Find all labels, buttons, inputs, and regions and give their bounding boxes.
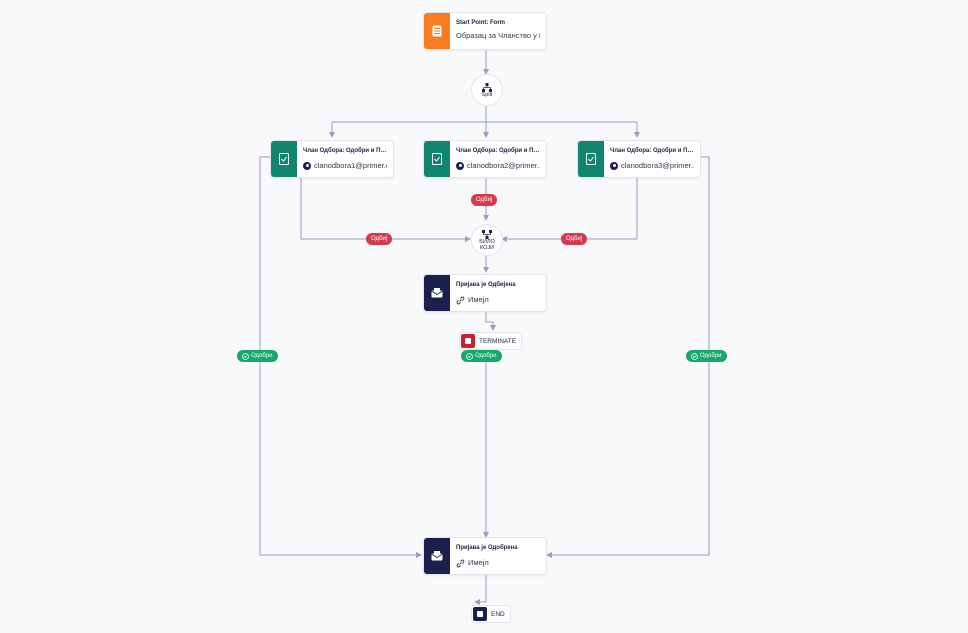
link-icon	[456, 559, 465, 567]
join-icon	[482, 229, 492, 239]
link-icon	[456, 296, 465, 304]
end-node[interactable]: END	[471, 605, 511, 623]
end-icon-box	[473, 607, 487, 621]
approve-icon	[691, 352, 698, 360]
approval-document-icon	[432, 153, 442, 165]
member-node-2[interactable]: Члан Одбора: Одобри и Пот... clanodbora2…	[423, 140, 547, 178]
start-node-title: Start Point: Form	[456, 20, 505, 26]
approval-document-icon	[279, 153, 289, 165]
form-icon	[432, 25, 442, 37]
edge-member3-join	[501, 177, 638, 242]
approve-edge-text: Одобри	[700, 353, 722, 359]
user-avatar-icon	[303, 162, 311, 170]
envelope-icon	[431, 288, 443, 298]
start-node-subtitle: Образац за Чланство у Ц...	[456, 31, 540, 40]
reject-edge-label-3[interactable]: Одбиј	[561, 233, 588, 245]
stop-icon	[465, 338, 471, 344]
reject-edge-label-1[interactable]: Одбиј	[366, 233, 393, 245]
edge-member1-join	[300, 177, 471, 242]
approved-email-title: Пријава је Одобрена	[456, 545, 518, 551]
envelope-icon	[431, 551, 443, 561]
split-node[interactable]: Split	[471, 74, 503, 106]
join-any-node[interactable]: БИЛО КОЈИ	[471, 224, 503, 256]
member-node-3[interactable]: Члан Одбора: Одобри и Пот... clanodbora3…	[577, 140, 701, 178]
member-email: clanodbora1@primer.c...	[314, 161, 387, 170]
approve-edge-text: Одобри	[251, 353, 273, 359]
edge-split-member1	[332, 121, 637, 137]
terminate-label: TERMINATE	[479, 337, 517, 345]
approve-edge-label-2[interactable]: Одобри	[461, 350, 502, 362]
email-icon-box	[424, 275, 450, 311]
terminate-node[interactable]: TERMINATE	[459, 332, 523, 350]
member-title: Члан Одбора: Одобри и Пот...	[303, 148, 387, 154]
split-label: Split	[481, 91, 493, 98]
approve-edge-label-3[interactable]: Одобри	[686, 350, 727, 362]
approval-icon-box	[578, 141, 604, 177]
user-avatar-icon	[610, 162, 618, 170]
approve-icon	[242, 352, 249, 360]
approved-email-node[interactable]: Пријава је Одобрена Имејл	[423, 537, 547, 575]
member-email: clanodbora2@primer....	[467, 161, 540, 170]
approve-icon	[466, 352, 473, 360]
member-node-1[interactable]: Члан Одбора: Одобри и Пот... clanodbora1…	[270, 140, 394, 178]
split-icon	[482, 82, 492, 92]
end-label: END	[491, 610, 505, 618]
approval-document-icon	[586, 153, 596, 165]
start-node[interactable]: Start Point: Form Образац за Чланство у …	[423, 12, 547, 50]
edge-member3-approved	[546, 156, 710, 558]
rejected-email-node[interactable]: Пријава је Одбијена Имејл	[423, 274, 547, 312]
stop-icon	[477, 611, 483, 617]
approval-icon-box	[271, 141, 297, 177]
form-icon-box	[424, 13, 450, 49]
rejected-email-subtitle: Имејл	[468, 295, 489, 304]
edge-member1-approved	[259, 156, 422, 558]
edge-approved-end	[474, 573, 487, 605]
member-title: Члан Одбора: Одобри и Пот...	[456, 148, 540, 154]
user-avatar-icon	[456, 162, 464, 170]
join-label-line1: БИЛО	[479, 238, 495, 245]
member-email: clanodbora3@primer....	[621, 161, 694, 170]
member-title: Члан Одбора: Одобри и Пот...	[610, 148, 694, 154]
edge-rejected-terminate	[485, 312, 496, 331]
approved-email-subtitle: Имејл	[468, 558, 489, 567]
join-label-line2: КОЈИ	[479, 244, 495, 251]
email-icon-box	[424, 538, 450, 574]
terminate-icon-box	[461, 334, 475, 348]
rejected-email-title: Пријава је Одбијена	[456, 282, 516, 288]
approval-icon-box	[424, 141, 450, 177]
reject-edge-label-2[interactable]: Одбиј	[471, 194, 498, 206]
approve-edge-text: Одобри	[475, 353, 497, 359]
approve-edge-label-1[interactable]: Одобри	[237, 350, 278, 362]
